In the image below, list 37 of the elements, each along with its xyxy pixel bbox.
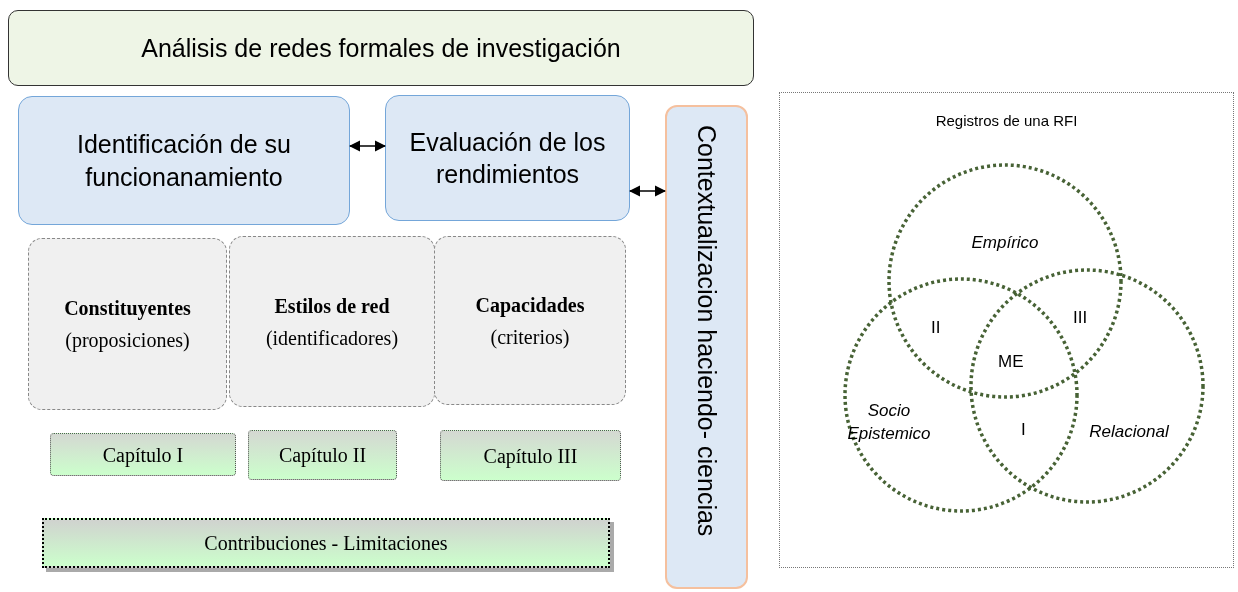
region-label: ME bbox=[998, 352, 1024, 372]
box-subtitle: (criterios) bbox=[490, 324, 570, 350]
chapter-box bbox=[440, 430, 621, 481]
box-label: Contextualizacion haciendo- ciencias bbox=[691, 125, 722, 539]
concept-box bbox=[229, 236, 435, 407]
venn-circle bbox=[887, 163, 1123, 399]
box-heading: Estilos de red bbox=[274, 293, 390, 319]
double-arrow bbox=[628, 185, 667, 197]
venn-circle bbox=[969, 268, 1205, 504]
box-label: Evaluación de los rendimientos bbox=[408, 126, 607, 190]
box-label: Contribuciones - Limitaciones bbox=[204, 531, 448, 556]
box-subtitle: (proposiciones) bbox=[65, 328, 190, 353]
box-heading: Constituyentes bbox=[64, 296, 191, 321]
box-label: Capítulo II bbox=[278, 443, 367, 468]
region-label: III bbox=[1073, 308, 1088, 328]
venn-panel bbox=[779, 92, 1234, 568]
process-box bbox=[385, 95, 630, 221]
concept-box bbox=[28, 238, 227, 410]
circle-label: Empírico bbox=[971, 231, 1039, 254]
vertical-band bbox=[665, 105, 748, 589]
title-box bbox=[8, 10, 754, 86]
double-arrow bbox=[348, 140, 387, 152]
concept-box bbox=[434, 236, 626, 405]
box-label: Análisis de redes formales de investigación bbox=[141, 32, 621, 64]
box-heading: Capacidades bbox=[475, 292, 585, 318]
region-label: I bbox=[1021, 420, 1026, 440]
box-label: Capítulo I bbox=[102, 442, 184, 468]
chapter-box bbox=[50, 433, 236, 476]
box-subtitle: (identificadores) bbox=[265, 325, 399, 351]
region-label: II bbox=[931, 318, 941, 338]
circle-label: Relacional bbox=[1089, 420, 1169, 443]
box-label: Capítulo III bbox=[483, 443, 578, 469]
circle-label: Socio Epistemico bbox=[846, 400, 932, 445]
box-label: Identificación de su funcionanamiento bbox=[76, 129, 292, 193]
process-box bbox=[18, 96, 350, 225]
panel-heading: Registros de una RFI bbox=[935, 111, 1078, 131]
chapter-box bbox=[248, 430, 397, 480]
